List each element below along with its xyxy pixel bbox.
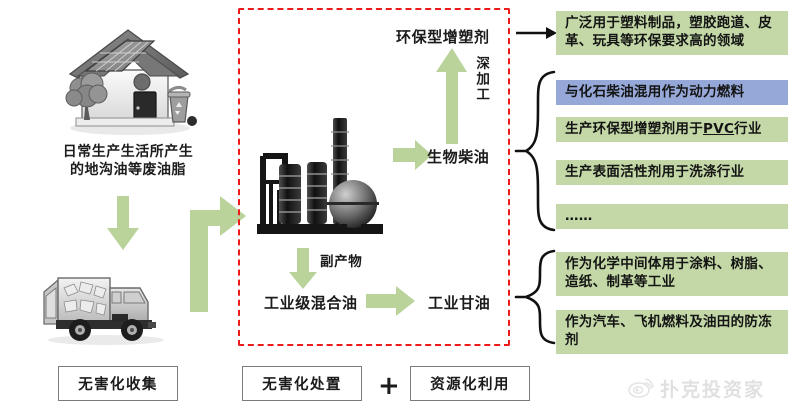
outcome-box-biodiesel-surfactant: 生产表面活性剂用于洗涤行业 <box>556 160 788 185</box>
node-industrial-mixed-oil: 工业级混合油 <box>264 294 358 312</box>
outcome-box-biodiesel-fuel-blend: 与化石柴油混用作为动力燃料 <box>556 80 788 105</box>
outcome-text: 与化石柴油混用作为动力燃料 <box>565 83 745 100</box>
arrow-collection-to-process <box>182 182 248 312</box>
node-biodiesel: 生物柴油 <box>427 148 490 166</box>
outcome-box-biodiesel-more: …… <box>556 204 788 229</box>
outcome-box-glycerin-chemical-intermediate: 作为化学中间体用于涂料、树脂、造纸、制革等工业 <box>556 252 788 296</box>
arrow-byproduct <box>288 248 318 290</box>
arrow-deep-processing <box>436 48 468 144</box>
plus-sign: + <box>378 371 400 401</box>
outcome-box-plasticizer-use: 广泛用于塑料制品，塑胶跑道、皮革、玩具等环保要求高的领域 <box>556 11 788 55</box>
arrow-mixedoil-to-glycerin <box>366 286 416 316</box>
outcome-text-after: 行业 <box>734 120 762 137</box>
outcome-text-pvc: PVC <box>703 120 735 137</box>
process-boundary-frame <box>238 8 510 346</box>
summary-box-collection: 无害化收集 <box>58 366 178 401</box>
outcome-text: 生产表面活性剂用于洗涤行业 <box>565 163 745 180</box>
outcome-box-glycerin-antifreeze: 作为汽车、飞机燃料及油田的防冻剂 <box>556 310 788 354</box>
connector-plasticizer-arrow <box>516 24 558 42</box>
summary-label: 无害化收集 <box>78 377 158 393</box>
summary-box-disposal: 无害化处置 <box>242 366 362 401</box>
node-industrial-glycerin: 工业甘油 <box>428 294 491 312</box>
outcome-text: 作为化学中间体用于涂料、树脂、造纸、制革等工业 <box>565 256 772 290</box>
watermark: 扑克投资家 <box>628 375 765 402</box>
house-illustration <box>42 8 214 140</box>
arrow-house-to-truck <box>106 196 140 252</box>
watermark-text: 扑克投资家 <box>660 379 766 401</box>
outcome-text-before: 生产环保型增塑剂用于 <box>565 120 703 137</box>
connector-biodiesel-brace <box>514 68 556 234</box>
outcome-text: 广泛用于塑料制品，塑胶跑道、皮革、玩具等环保要求高的领域 <box>565 15 772 49</box>
arrow-plant-to-biodiesel <box>393 140 433 170</box>
refinery-plant-illustration <box>255 112 391 248</box>
deep-processing-label: 深加工 <box>473 56 490 103</box>
weibo-eye-icon <box>628 376 654 402</box>
byproduct-label: 副产物 <box>320 254 363 270</box>
summary-box-utilization: 资源化利用 <box>410 366 530 401</box>
garbage-truck-illustration <box>36 258 176 348</box>
summary-label: 资源化利用 <box>430 377 510 393</box>
outcome-text: 作为汽车、飞机燃料及油田的防冻剂 <box>565 314 772 348</box>
connector-glycerin-brace <box>514 248 556 346</box>
source-house-caption: 日常生产生活所产生 的地沟油等废油脂 <box>62 144 194 179</box>
summary-label: 无害化处置 <box>262 377 342 393</box>
outcome-text: …… <box>565 207 593 224</box>
node-plasticizer: 环保型增塑剂 <box>396 28 490 46</box>
